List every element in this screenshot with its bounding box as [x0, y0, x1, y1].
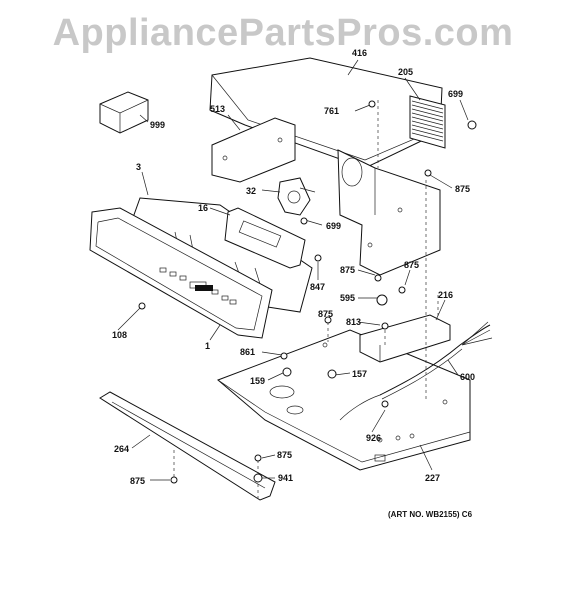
callout-600: 600: [460, 372, 475, 382]
parts-box-part: [99, 91, 149, 134]
callout-861: 861: [240, 347, 255, 357]
callout-875: 875: [404, 260, 419, 270]
right-enclosure-part: [337, 149, 441, 276]
callout-16: 16: [198, 203, 208, 213]
junction-box-part: [359, 314, 451, 363]
callout-813: 813: [346, 317, 361, 327]
callout-761: 761: [324, 106, 339, 116]
callout-875: 875: [340, 265, 355, 275]
callout-875: 875: [318, 309, 333, 319]
callout-875: 875: [455, 184, 470, 194]
callout-3: 3: [136, 162, 141, 172]
callout-264: 264: [114, 444, 129, 454]
watermark-logo: AppliancePartsPros.com: [52, 12, 514, 54]
callout-216: 216: [438, 290, 453, 300]
toe-kick-part: [99, 391, 276, 501]
callout-595: 595: [340, 293, 355, 303]
callout-159: 159: [250, 376, 265, 386]
callout-875: 875: [130, 476, 145, 486]
callout-941: 941: [278, 473, 293, 483]
callout-32: 32: [246, 186, 256, 196]
art-number-label: (ART NO. WB2155) C6: [388, 510, 473, 519]
leader-lines: [117, 59, 469, 481]
callout-227: 227: [425, 473, 440, 483]
callout-labels: 416 205 699 513 761 999 3 32 875 16 699 …: [112, 48, 475, 519]
front-control-panel-part: [89, 207, 273, 339]
wire-harness-part: [339, 321, 493, 421]
callout-108: 108: [112, 330, 127, 340]
side-bracket-part: [211, 117, 296, 183]
screw-fasteners: [138, 100, 477, 484]
callout-699: 699: [448, 89, 463, 99]
callout-699: 699: [326, 221, 341, 231]
fan-motor-part: [277, 177, 316, 216]
callout-926: 926: [366, 433, 381, 443]
top-cover-part: [209, 57, 443, 169]
callout-1: 1: [205, 341, 210, 351]
vent-grille-part: [409, 95, 446, 149]
callout-416: 416: [352, 48, 367, 58]
callout-875: 875: [277, 450, 292, 460]
callout-847: 847: [310, 282, 325, 292]
bottom-tray-part: [217, 329, 471, 471]
callout-999: 999: [150, 120, 165, 130]
callout-205: 205: [398, 67, 413, 77]
callout-157: 157: [352, 369, 367, 379]
callout-513: 513: [210, 104, 225, 114]
control-board-part: [224, 207, 306, 269]
